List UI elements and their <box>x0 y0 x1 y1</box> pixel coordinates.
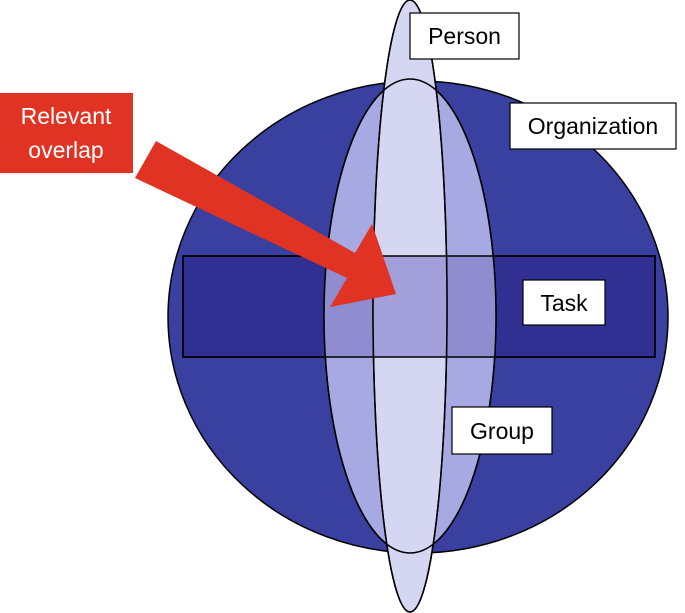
relevant-overlap-arrow <box>135 141 396 307</box>
person-label-text: Person <box>428 23 501 49</box>
task-label-text: Task <box>540 290 588 316</box>
group-label: Group <box>451 406 553 455</box>
organization-label: Organization <box>509 102 677 150</box>
task-band-outline <box>182 255 656 358</box>
callout-line-2: overlap <box>28 137 103 163</box>
callout-line-1: Relevant <box>21 103 112 129</box>
task-label: Task <box>522 279 606 326</box>
person-ellipse-outline <box>372 0 448 613</box>
group-label-text: Group <box>470 418 534 444</box>
group-ellipse-outline <box>323 78 497 554</box>
person-label: Person <box>409 12 520 60</box>
organization-label-text: Organization <box>528 113 658 139</box>
relevant-overlap-callout: Relevant overlap <box>0 93 133 173</box>
